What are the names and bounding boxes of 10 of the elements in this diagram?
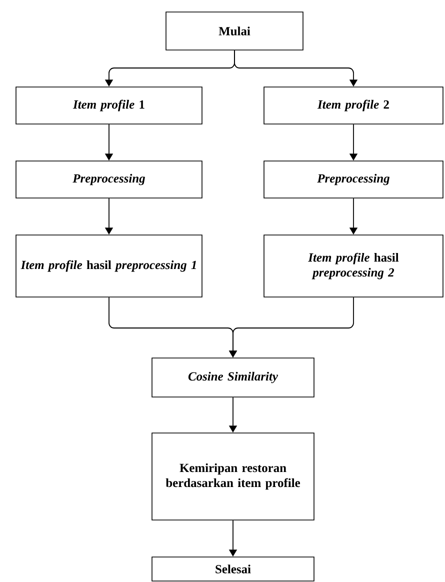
process-box: Item profile hasil preprocessing 2 — [264, 234, 444, 298]
start-box: Mulai — [166, 12, 304, 50]
process-box: Kemiripan restoran berdasarkan item profile — [152, 432, 314, 520]
process-box: Preprocessing — [264, 160, 444, 198]
process-box: Cosine Similarity — [152, 358, 314, 398]
process-box: Preprocessing — [16, 160, 202, 198]
process-box: Item profile 1 — [16, 86, 202, 124]
process-box: Item profile 2 — [264, 86, 444, 124]
process-box: Item profile hasil preprocessing 1 — [16, 234, 202, 298]
end-box: Selesai — [152, 556, 314, 582]
